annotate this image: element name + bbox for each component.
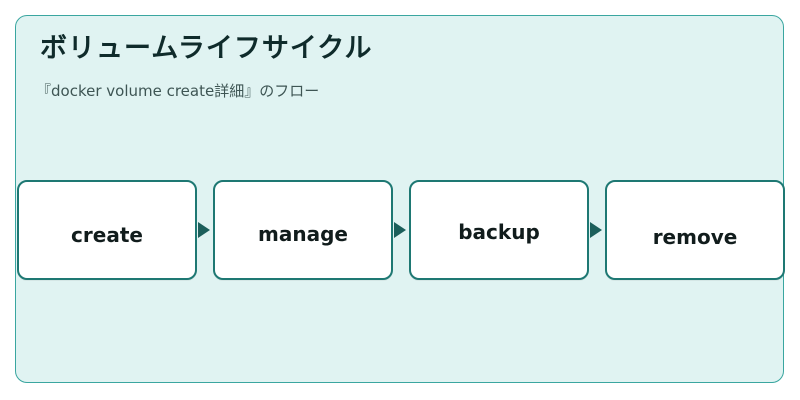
step-label: backup (458, 220, 540, 244)
arrow-right-icon (394, 222, 406, 238)
step-remove: remove (605, 180, 785, 280)
step-label: manage (258, 222, 348, 246)
step-create: create (17, 180, 197, 280)
step-backup: backup (409, 180, 589, 280)
step-manage: manage (213, 180, 393, 280)
arrow-right-icon (590, 222, 602, 238)
arrow-right-icon (198, 222, 210, 238)
diagram-title: ボリュームライフサイクル (40, 33, 373, 64)
step-label: remove (652, 225, 738, 249)
diagram-subtitle: 『docker volume create詳細』のフロー (36, 82, 320, 100)
step-label: create (71, 223, 143, 247)
